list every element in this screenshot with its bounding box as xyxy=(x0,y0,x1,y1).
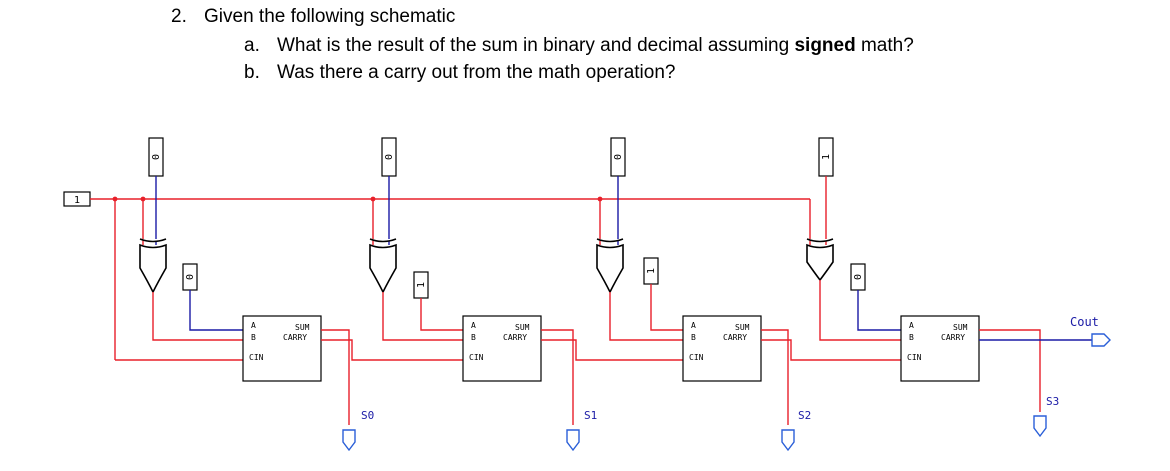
part-a-text-after: math? xyxy=(855,35,914,56)
part-b-text: Was there a carry out from the math oper… xyxy=(277,62,676,83)
b-input-value-2: 0 xyxy=(613,154,624,160)
output-label-0: S0 xyxy=(361,409,374,422)
sum-wire-0 xyxy=(321,329,350,425)
a-wire-1 xyxy=(420,298,463,331)
xor-gate-2 xyxy=(596,238,624,294)
output-probe-2 xyxy=(781,429,795,452)
a-input-value-3: 0 xyxy=(853,274,864,280)
question-part-a: a. What is the result of the sum in binar… xyxy=(244,35,914,57)
question-title-text: Given the following schematic xyxy=(204,6,456,27)
a-input-value-0: 0 xyxy=(185,274,196,280)
b-input-pin-0[interactable]: 0 xyxy=(148,137,164,177)
adder-2-label-carry: CARRY xyxy=(723,333,747,342)
adder-2-label-cin: CIN xyxy=(689,353,704,362)
a-wire-3 xyxy=(857,290,901,331)
adder-1-label-sum: SUM xyxy=(515,323,530,332)
stage-0: 0 0 A B SUM CARRY CIN S0 xyxy=(139,137,374,452)
b-input-value-1: 0 xyxy=(384,154,395,160)
adder-0-label-a: A xyxy=(251,321,256,330)
part-a-emphasis: signed xyxy=(794,35,856,56)
control-input-value: 1 xyxy=(74,195,80,206)
output-probe-1 xyxy=(566,429,580,452)
b-input-pin-2[interactable]: 0 xyxy=(610,137,626,177)
full-adder-2: A B SUM CARRY CIN xyxy=(682,315,762,382)
stage-3: 1 0 A B SUM CARRY CIN S3 xyxy=(806,137,1059,438)
adder-0-label-b: B xyxy=(251,333,256,342)
a-input-value-1: 1 xyxy=(416,282,427,288)
a-input-pin-2[interactable]: 1 xyxy=(643,257,659,285)
bus-junctions xyxy=(112,196,603,202)
carry-wire-1 xyxy=(541,339,683,361)
adder-2-label-sum: SUM xyxy=(735,323,750,332)
carry-wire-2 xyxy=(761,339,901,361)
adder-3-label-sum: SUM xyxy=(953,323,968,332)
sum-wire-3 xyxy=(979,329,1041,412)
adder-0-label-cin: CIN xyxy=(249,353,264,362)
full-adder-0: A B SUM CARRY CIN xyxy=(242,315,322,382)
control-input-pin[interactable]: 1 xyxy=(63,191,91,207)
control-bus xyxy=(90,198,811,361)
output-probe-0 xyxy=(342,429,356,452)
stage-1: 0 1 A B SUM CARRY CIN S1 xyxy=(369,137,597,452)
a-wire-0 xyxy=(189,290,243,331)
output-label-1: S1 xyxy=(584,409,597,422)
carry-out-label: Cout xyxy=(1070,315,1099,329)
output-label-3: S3 xyxy=(1046,395,1059,408)
part-a-letter: a. xyxy=(244,35,260,56)
full-adder-3: A B SUM CARRY CIN xyxy=(900,315,980,382)
sum-wire-2 xyxy=(761,329,789,425)
adder-2-label-b: B xyxy=(691,333,696,342)
full-adder-1: A B SUM CARRY CIN xyxy=(462,315,542,382)
a-input-pin-0[interactable]: 0 xyxy=(182,263,198,291)
adder-3-label-cin: CIN xyxy=(907,353,922,362)
xor-gate-1 xyxy=(369,238,397,294)
adder-0-label-carry: CARRY xyxy=(283,333,307,342)
xor-out-wire-1 xyxy=(382,292,463,341)
part-b-letter: b. xyxy=(244,62,260,83)
b-input-value-0: 0 xyxy=(151,154,162,160)
xor-gate-3 xyxy=(806,238,834,282)
a-input-pin-3[interactable]: 0 xyxy=(850,263,866,291)
xor-gate-0 xyxy=(139,238,167,294)
a-wire-2 xyxy=(650,284,683,331)
a-input-value-2: 1 xyxy=(646,268,657,274)
xor-out-wire-2 xyxy=(609,292,683,341)
xor-out-wire-0 xyxy=(152,292,243,341)
adder-1-label-cin: CIN xyxy=(469,353,484,362)
xor-out-wire-3 xyxy=(819,280,901,341)
question-number: 2. xyxy=(171,6,187,27)
carry-out-probe xyxy=(1091,333,1111,347)
b-input-pin-3[interactable]: 1 xyxy=(818,137,834,177)
output-label-2: S2 xyxy=(798,409,811,422)
adder-2-label-a: A xyxy=(691,321,696,330)
sum-wire-1 xyxy=(541,329,574,425)
adder-1-label-a: A xyxy=(471,321,476,330)
output-probe-3 xyxy=(1033,415,1047,438)
adder-1-label-b: B xyxy=(471,333,476,342)
carry-wire-0 xyxy=(321,339,463,361)
adder-1-label-carry: CARRY xyxy=(503,333,527,342)
adder-3-label-b: B xyxy=(909,333,914,342)
b-input-pin-1[interactable]: 0 xyxy=(381,137,397,177)
question-part-b: b. Was there a carry out from the math op… xyxy=(244,62,675,84)
stage-2: 0 1 A B SUM CARRY CIN S2 xyxy=(596,137,811,452)
part-a-text-before: What is the result of the sum in binary … xyxy=(277,35,795,56)
question-title: 2. Given the following schematic xyxy=(171,6,455,28)
adder-3-label-a: A xyxy=(909,321,914,330)
adder-0-label-sum: SUM xyxy=(295,323,310,332)
a-input-pin-1[interactable]: 1 xyxy=(413,271,429,299)
adder-3-label-carry: CARRY xyxy=(941,333,965,342)
b-input-value-3: 1 xyxy=(821,154,832,160)
